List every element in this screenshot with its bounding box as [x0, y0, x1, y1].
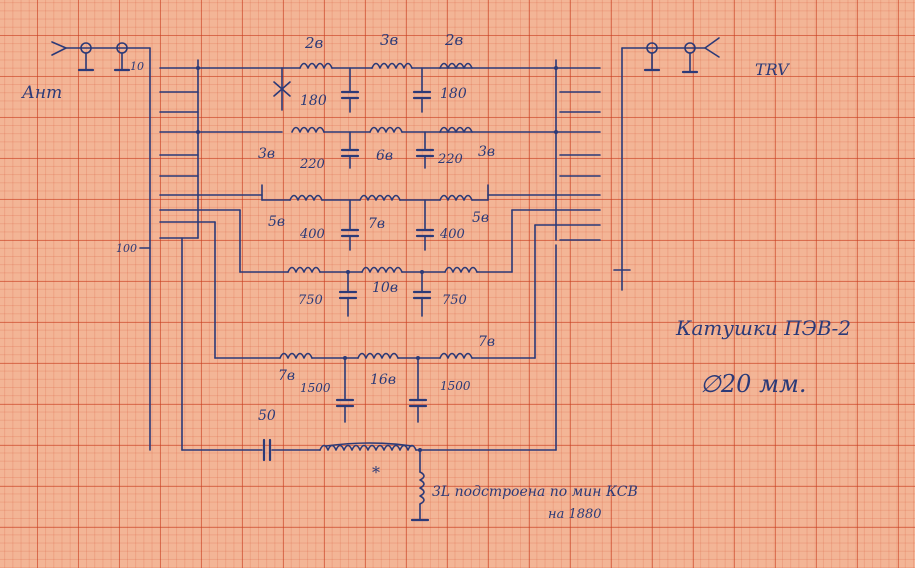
- cap-b5-left-label: 1500: [300, 381, 331, 395]
- cap-b5-right-label: 1500: [440, 379, 471, 393]
- ant-connector: [51, 41, 151, 72]
- coil-b4-mid-label: 10в: [372, 280, 398, 296]
- cap-series-label: 50: [258, 408, 276, 424]
- coil-b5-left-label: 7в: [278, 368, 295, 384]
- impedance-100-label: 100: [116, 242, 137, 255]
- cap-b3-left-label: 400: [299, 227, 325, 242]
- cap-b4-right-label: 750: [442, 293, 467, 308]
- tuning-asterisk: *: [372, 463, 380, 482]
- filter-row-1: [273, 62, 473, 113]
- filter-row-3: [261, 194, 489, 251]
- cap-b3-right-label: 400: [439, 227, 465, 242]
- cap-b2-right-label: 220: [437, 152, 463, 167]
- coil-b5-mid-label: 16в: [370, 372, 396, 388]
- filter-row-5: [214, 352, 536, 423]
- cap-b4-left-label: 750: [298, 293, 323, 308]
- matching-network: [181, 438, 557, 522]
- cap-top-left-label: 180: [300, 93, 327, 109]
- filter-row-2: [291, 126, 473, 169]
- impedance-10-label: 10: [130, 60, 144, 73]
- coil-b2-right-label: 3в: [478, 144, 495, 160]
- coil-b2-mid-label: 6в: [376, 148, 393, 164]
- frequency-note: на 1880: [548, 507, 602, 522]
- coil-b3-mid-label: 7в: [368, 216, 385, 232]
- right-band-switch: [439, 47, 631, 451]
- coil-top-right-label: 2в: [444, 31, 464, 49]
- coil-b3-right-label: 5в: [472, 210, 489, 226]
- coil-b2-left-label: 3в: [258, 146, 275, 162]
- ant-label: Ант: [21, 83, 62, 103]
- cap-b2-left-label: 220: [299, 157, 325, 172]
- trv-connector: [621, 37, 720, 74]
- trv-label: TRV: [755, 60, 790, 79]
- inductor-note: 3L подстроена по мин КСВ: [432, 484, 638, 500]
- cap-top-right-label: 180: [440, 86, 467, 102]
- filter-row-4: [239, 266, 513, 317]
- coil-b5-right-label: 7в: [478, 334, 495, 350]
- coil-diameter-note: ∅20 мм.: [700, 370, 807, 398]
- coil-top-mid-label: 3в: [380, 31, 399, 49]
- coil-top-left-label: 2в: [304, 34, 324, 52]
- coil-b3-left-label: 5в: [268, 214, 285, 230]
- left-band-switch: [139, 47, 283, 451]
- coils-wire-note: Катушки ПЭВ-2: [675, 316, 851, 340]
